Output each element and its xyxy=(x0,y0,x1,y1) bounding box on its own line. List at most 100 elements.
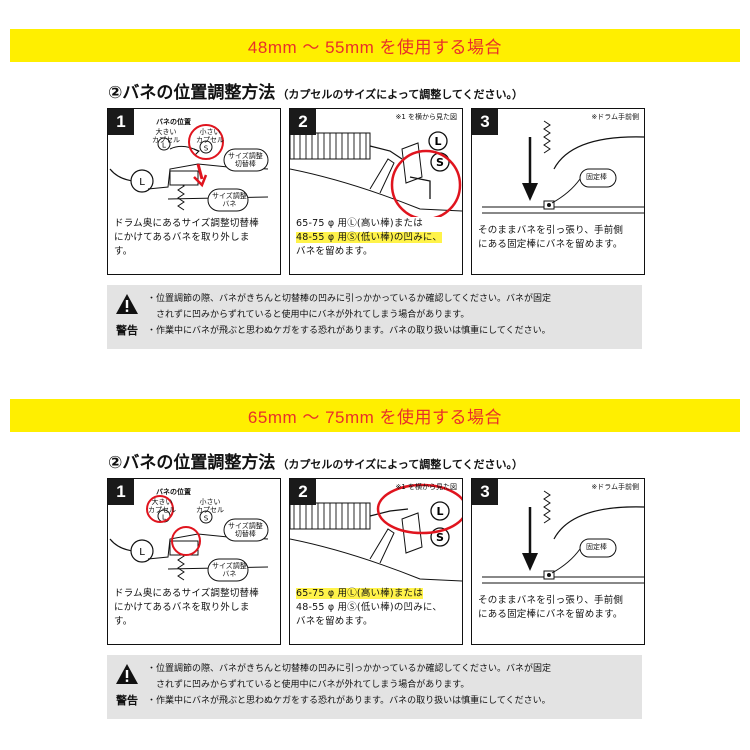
warning-line: されずに凹みからずれていると使用中にバネが外れてしまう場合があります。 xyxy=(147,310,470,320)
side-view-note: ※1 を横から見た図 xyxy=(395,113,457,121)
large-capsule-label-line2: カプセル xyxy=(152,136,180,144)
caption-line-highlighted: 48-55 φ 用Ⓢ(低い棒)の凹みに、 xyxy=(296,232,443,243)
step-2-illustration: L S xyxy=(290,483,462,582)
warning-label: 警告 xyxy=(116,324,138,337)
step-number: 3 xyxy=(472,109,498,135)
steps: L L S 1 バネの位置 xyxy=(107,108,645,275)
svg-text:S: S xyxy=(204,145,209,153)
spring-label-line2: バネ xyxy=(222,570,237,578)
spring-label: サイズ調整 バネ xyxy=(212,562,247,578)
warning-line: されずに凹みからずれていると使用中にバネが外れてしまう場合があります。 xyxy=(147,680,470,690)
warning-text: ・位置調節の際、バネがきちんと切替棒の凹みに引っかかっているか確認してください。… xyxy=(147,291,551,339)
banner: 48mm ～ 55mm を使用する場合 xyxy=(10,29,740,62)
step-2-panel: L S 2 ※1 を横から見た図 65-75 φ 用Ⓛ(高い棒)または 48-5… xyxy=(289,478,463,645)
drum-front-note: ※ドラム手前側 xyxy=(591,113,639,121)
step-3-illustration xyxy=(482,490,644,584)
warning-box: 警告 ・位置調節の際、バネがきちんと切替棒の凹みに引っかかっているか確認してくだ… xyxy=(107,655,642,719)
section-65-75: 65mm ～ 75mm を使用する場合 ②バネの位置調整方法（カプセルのサイズに… xyxy=(0,370,750,750)
caption-line: にある固定棒にバネを留めます。 xyxy=(478,609,623,620)
step-1-panel: L L S 1 バネの位置 xyxy=(107,108,281,275)
step-1-illustration: L L S xyxy=(109,495,269,582)
large-capsule-label-line1: 大きい xyxy=(151,498,173,506)
spring-label-line1: サイズ調整 xyxy=(212,192,247,200)
svg-text:L: L xyxy=(139,177,145,188)
large-capsule-label: 大きい カプセル xyxy=(148,498,176,514)
step-2-caption: 65-75 φ 用Ⓛ(高い棒)または 48-55 φ 用Ⓢ(低い棒)の凹みに、 … xyxy=(296,217,458,259)
drum-front-note: ※ドラム手前側 xyxy=(591,483,639,491)
step-2-caption: 65-75 φ 用Ⓛ(高い棒)または 48-55 φ 用Ⓢ(低い棒)の凹みに、 … xyxy=(296,587,458,629)
svg-text:L: L xyxy=(139,547,145,558)
caption-line: そのままバネを引っ張り、手前側 xyxy=(478,225,624,236)
spring-position-label: バネの位置 xyxy=(156,118,191,126)
spring-label-line2: バネ xyxy=(222,200,237,208)
step-2-illustration: L S xyxy=(290,131,462,217)
switch-rod-label-line2: 切替棒 xyxy=(234,530,256,538)
spring-position-label: バネの位置 xyxy=(156,488,191,496)
switch-rod-label-line1: サイズ調整 xyxy=(228,152,263,160)
step-number: 1 xyxy=(108,109,134,135)
warning-text: ・位置調節の際、バネがきちんと切替棒の凹みに引っかかっているか確認してください。… xyxy=(147,661,551,709)
caption-line: にかけてあるバネを取り外しま xyxy=(114,602,250,613)
small-capsule-label-line1: 小さい xyxy=(199,498,221,506)
warning-line: ・位置調節の際、バネがきちんと切替棒の凹みに引っかかっているか確認してください。… xyxy=(147,294,552,304)
svg-text:S: S xyxy=(436,156,444,169)
caption-line-highlighted: 65-75 φ 用Ⓛ(高い棒)または xyxy=(296,588,423,599)
large-capsule-label-line1: 大きい xyxy=(155,128,177,136)
large-capsule-label: 大きい カプセル xyxy=(152,128,180,144)
small-capsule-label-line2: カプセル xyxy=(196,506,224,514)
step-3-caption: そのままバネを引っ張り、手前側 にある固定棒にバネを留めます。 xyxy=(478,594,640,622)
step-number: 3 xyxy=(472,479,498,505)
switch-rod-label: サイズ調整 切替棒 xyxy=(228,152,263,168)
switch-rod-label-line1: サイズ調整 xyxy=(228,522,263,530)
switch-rod-label-line2: 切替棒 xyxy=(234,160,256,168)
warning-line: ・位置調節の際、バネがきちんと切替棒の凹みに引っかかっているか確認してください。… xyxy=(147,664,552,674)
warning-triangle-icon xyxy=(116,664,138,684)
svg-text:L: L xyxy=(434,135,441,148)
step-number: 1 xyxy=(108,479,134,505)
caption-line: にある固定棒にバネを留めます。 xyxy=(478,239,623,250)
caption-line: 48-55 φ 用Ⓢ(低い棒)の凹みに、 xyxy=(296,602,443,613)
spring-label-line1: サイズ調整 xyxy=(212,562,247,570)
step-number: 2 xyxy=(290,109,316,135)
steps: L L S 1 バネの位置 大きい カプセル xyxy=(107,478,645,645)
svg-text:S: S xyxy=(436,531,444,544)
section-heading: ②バネの位置調整方法（カプセルのサイズによって調整してください。） xyxy=(108,448,523,473)
side-view-note: ※1 を横から見た図 xyxy=(395,483,457,491)
fixed-rod-label: 固定棒 xyxy=(586,543,607,551)
caption-line: にかけてあるバネを取り外しま xyxy=(114,232,250,243)
warning-triangle-icon xyxy=(116,294,138,314)
switch-rod-label: サイズ調整 切替棒 xyxy=(228,522,263,538)
step-3-panel: 3 ※ドラム手前側 固定棒 そのままバネを引っ張り、手前側 にある固定棒にバネを… xyxy=(471,478,645,645)
caption-line: ドラム奥にあるサイズ調整切替棒 xyxy=(114,218,259,229)
large-capsule-label-line2: カプセル xyxy=(148,506,176,514)
small-capsule-label: 小さい カプセル xyxy=(196,498,224,514)
caption-line: ドラム奥にあるサイズ調整切替棒 xyxy=(114,588,259,599)
caption-line: バネを留めます。 xyxy=(296,246,373,257)
step-number: 2 xyxy=(290,479,316,505)
step-3-illustration xyxy=(482,120,644,214)
section-48-55: 48mm ～ 55mm を使用する場合 ②バネの位置調整方法（カプセルのサイズに… xyxy=(10,29,740,349)
svg-text:L: L xyxy=(436,505,443,518)
svg-text:S: S xyxy=(204,515,209,523)
caption-line: す。 xyxy=(114,616,133,627)
svg-text:L: L xyxy=(162,514,166,522)
step-3-caption: そのままバネを引っ張り、手前側 にある固定棒にバネを留めます。 xyxy=(478,224,640,252)
step-3-panel: 3 ※ドラム手前側 固定棒 そのままバネを引っ張り、手前側 にある固定棒にバネを… xyxy=(471,108,645,275)
caption-line: そのままバネを引っ張り、手前側 xyxy=(478,595,624,606)
spring-label: サイズ調整 バネ xyxy=(212,192,247,208)
step-1-caption: ドラム奥にあるサイズ調整切替棒 にかけてあるバネを取り外しま す。 xyxy=(114,217,276,259)
svg-text:L: L xyxy=(162,142,166,150)
caption-line: 65-75 φ 用Ⓛ(高い棒)または xyxy=(296,218,423,229)
fixed-rod-label: 固定棒 xyxy=(586,173,607,181)
caption-line: す。 xyxy=(114,246,133,257)
step-1-caption: ドラム奥にあるサイズ調整切替棒 にかけてあるバネを取り外しま す。 xyxy=(114,587,276,629)
warning-line: ・作業中にバネが飛ぶと思わぬケガをする恐れがあります。バネの取り扱いは慎重にして… xyxy=(147,696,551,706)
step-1-panel: L L S 1 バネの位置 大きい カプセル xyxy=(107,478,281,645)
section-heading: ②バネの位置調整方法（カプセルのサイズによって調整してください。） xyxy=(108,78,523,103)
heading-subtitle: （カプセルのサイズによって調整してください。） xyxy=(277,458,524,471)
banner: 65mm ～ 75mm を使用する場合 xyxy=(10,399,740,432)
heading-subtitle: （カプセルのサイズによって調整してください。） xyxy=(277,88,524,101)
small-capsule-label-line1: 小さい xyxy=(199,128,221,136)
heading-title: ②バネの位置調整方法 xyxy=(108,83,276,103)
heading-title: ②バネの位置調整方法 xyxy=(108,453,276,473)
